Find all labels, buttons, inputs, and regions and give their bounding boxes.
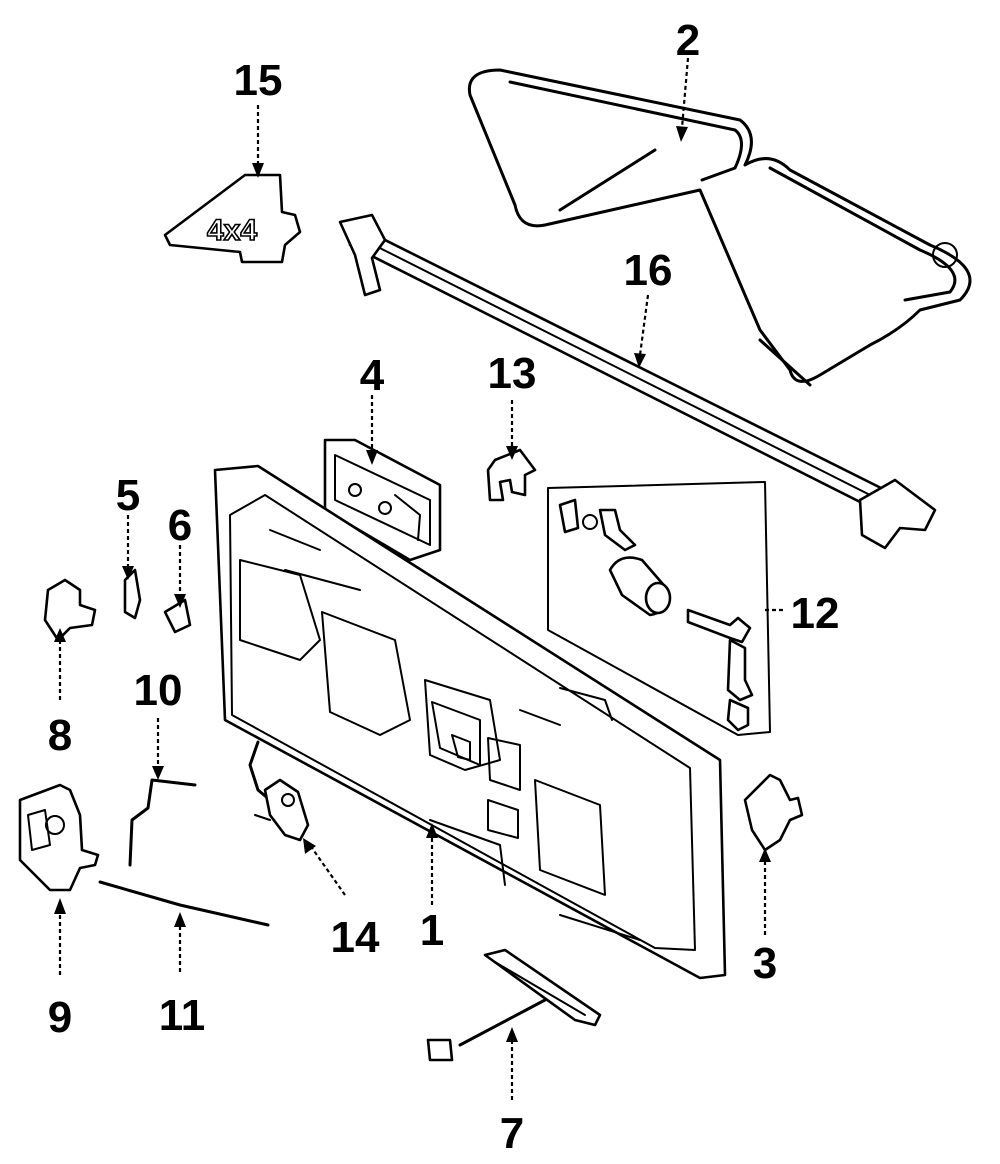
callout-12: 12 [791,589,840,638]
part-11-rod[interactable] [98,880,270,927]
arrow-14 [303,838,316,854]
part-5-bracket[interactable] [123,568,142,620]
callout-7: 7 [500,1109,524,1158]
arrow-1 [426,823,438,838]
emblem-text: 4x4 [207,214,257,247]
leader-lines [54,57,771,1100]
part-8-hinge[interactable] [43,578,97,642]
callout-labels: 1 2 3 4 5 6 7 8 9 10 11 12 13 14 15 16 [48,16,840,1158]
part-2-wire-support[interactable] [467,68,972,387]
part-10-rod[interactable] [128,778,197,867]
callout-13: 13 [488,349,537,398]
part-3-hinge[interactable] [743,773,804,852]
arrow-5 [122,566,134,580]
arrow-4 [366,450,378,465]
callout-5: 5 [116,471,140,520]
arrow-13 [506,446,518,460]
leader-2 [680,57,690,129]
callout-16: 16 [624,246,673,295]
callout-11: 11 [159,991,206,1040]
callout-10: 10 [134,666,183,715]
arrow-11 [174,912,186,927]
part-7-support[interactable] [426,948,602,1062]
arrow-3 [759,848,771,862]
callout-14: 14 [331,913,380,962]
arrow-8 [54,628,66,642]
arrow-6 [174,594,186,608]
leader-14 [311,847,346,896]
part-13-clip[interactable] [486,448,537,502]
part-12-lock-kit[interactable] [547,481,785,736]
callout-1: 1 [420,906,444,955]
arrow-2 [676,126,688,142]
arrow-16 [634,353,646,368]
callout-15: 15 [234,56,283,105]
callout-8: 8 [48,711,72,760]
callout-3: 3 [753,939,777,988]
part-15-emblem[interactable]: 4x4 [163,173,302,264]
callout-2: 2 [676,16,700,65]
arrow-9 [54,898,66,914]
arrow-10 [152,766,164,780]
leader-16 [638,294,650,356]
arrow-15 [252,163,264,178]
part-16-cross-bar[interactable] [338,213,937,550]
part-9-latch[interactable] [18,783,100,892]
callout-9: 9 [48,993,72,1042]
part-6-clip[interactable] [163,598,192,634]
callout-4: 4 [360,351,385,400]
part-1-tailgate-panel[interactable] [213,464,727,980]
callout-6: 6 [168,501,192,550]
arrow-7 [506,1027,518,1042]
part-14-actuator[interactable] [248,740,310,842]
